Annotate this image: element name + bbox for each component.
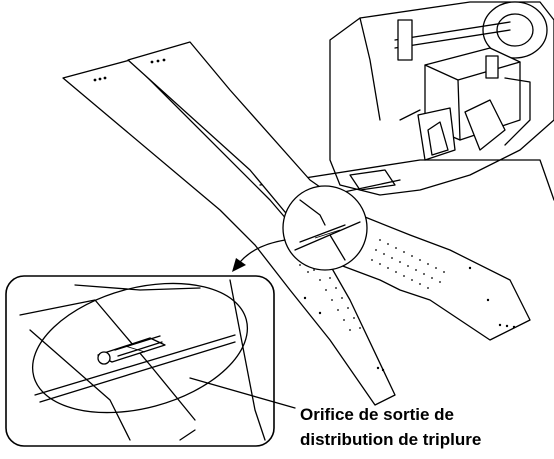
- left-plate: [62, 59, 396, 406]
- callout-label-line1: Orifice de sortie de: [300, 405, 454, 424]
- inset-detail: [5, 275, 296, 447]
- curved-arrow-icon: [232, 239, 286, 272]
- magnifier-circle: [282, 185, 368, 271]
- machine-head: [259, 1, 554, 201]
- callout-label-line2: distribution de triplure: [300, 430, 482, 449]
- perforation-dots: [299, 239, 445, 331]
